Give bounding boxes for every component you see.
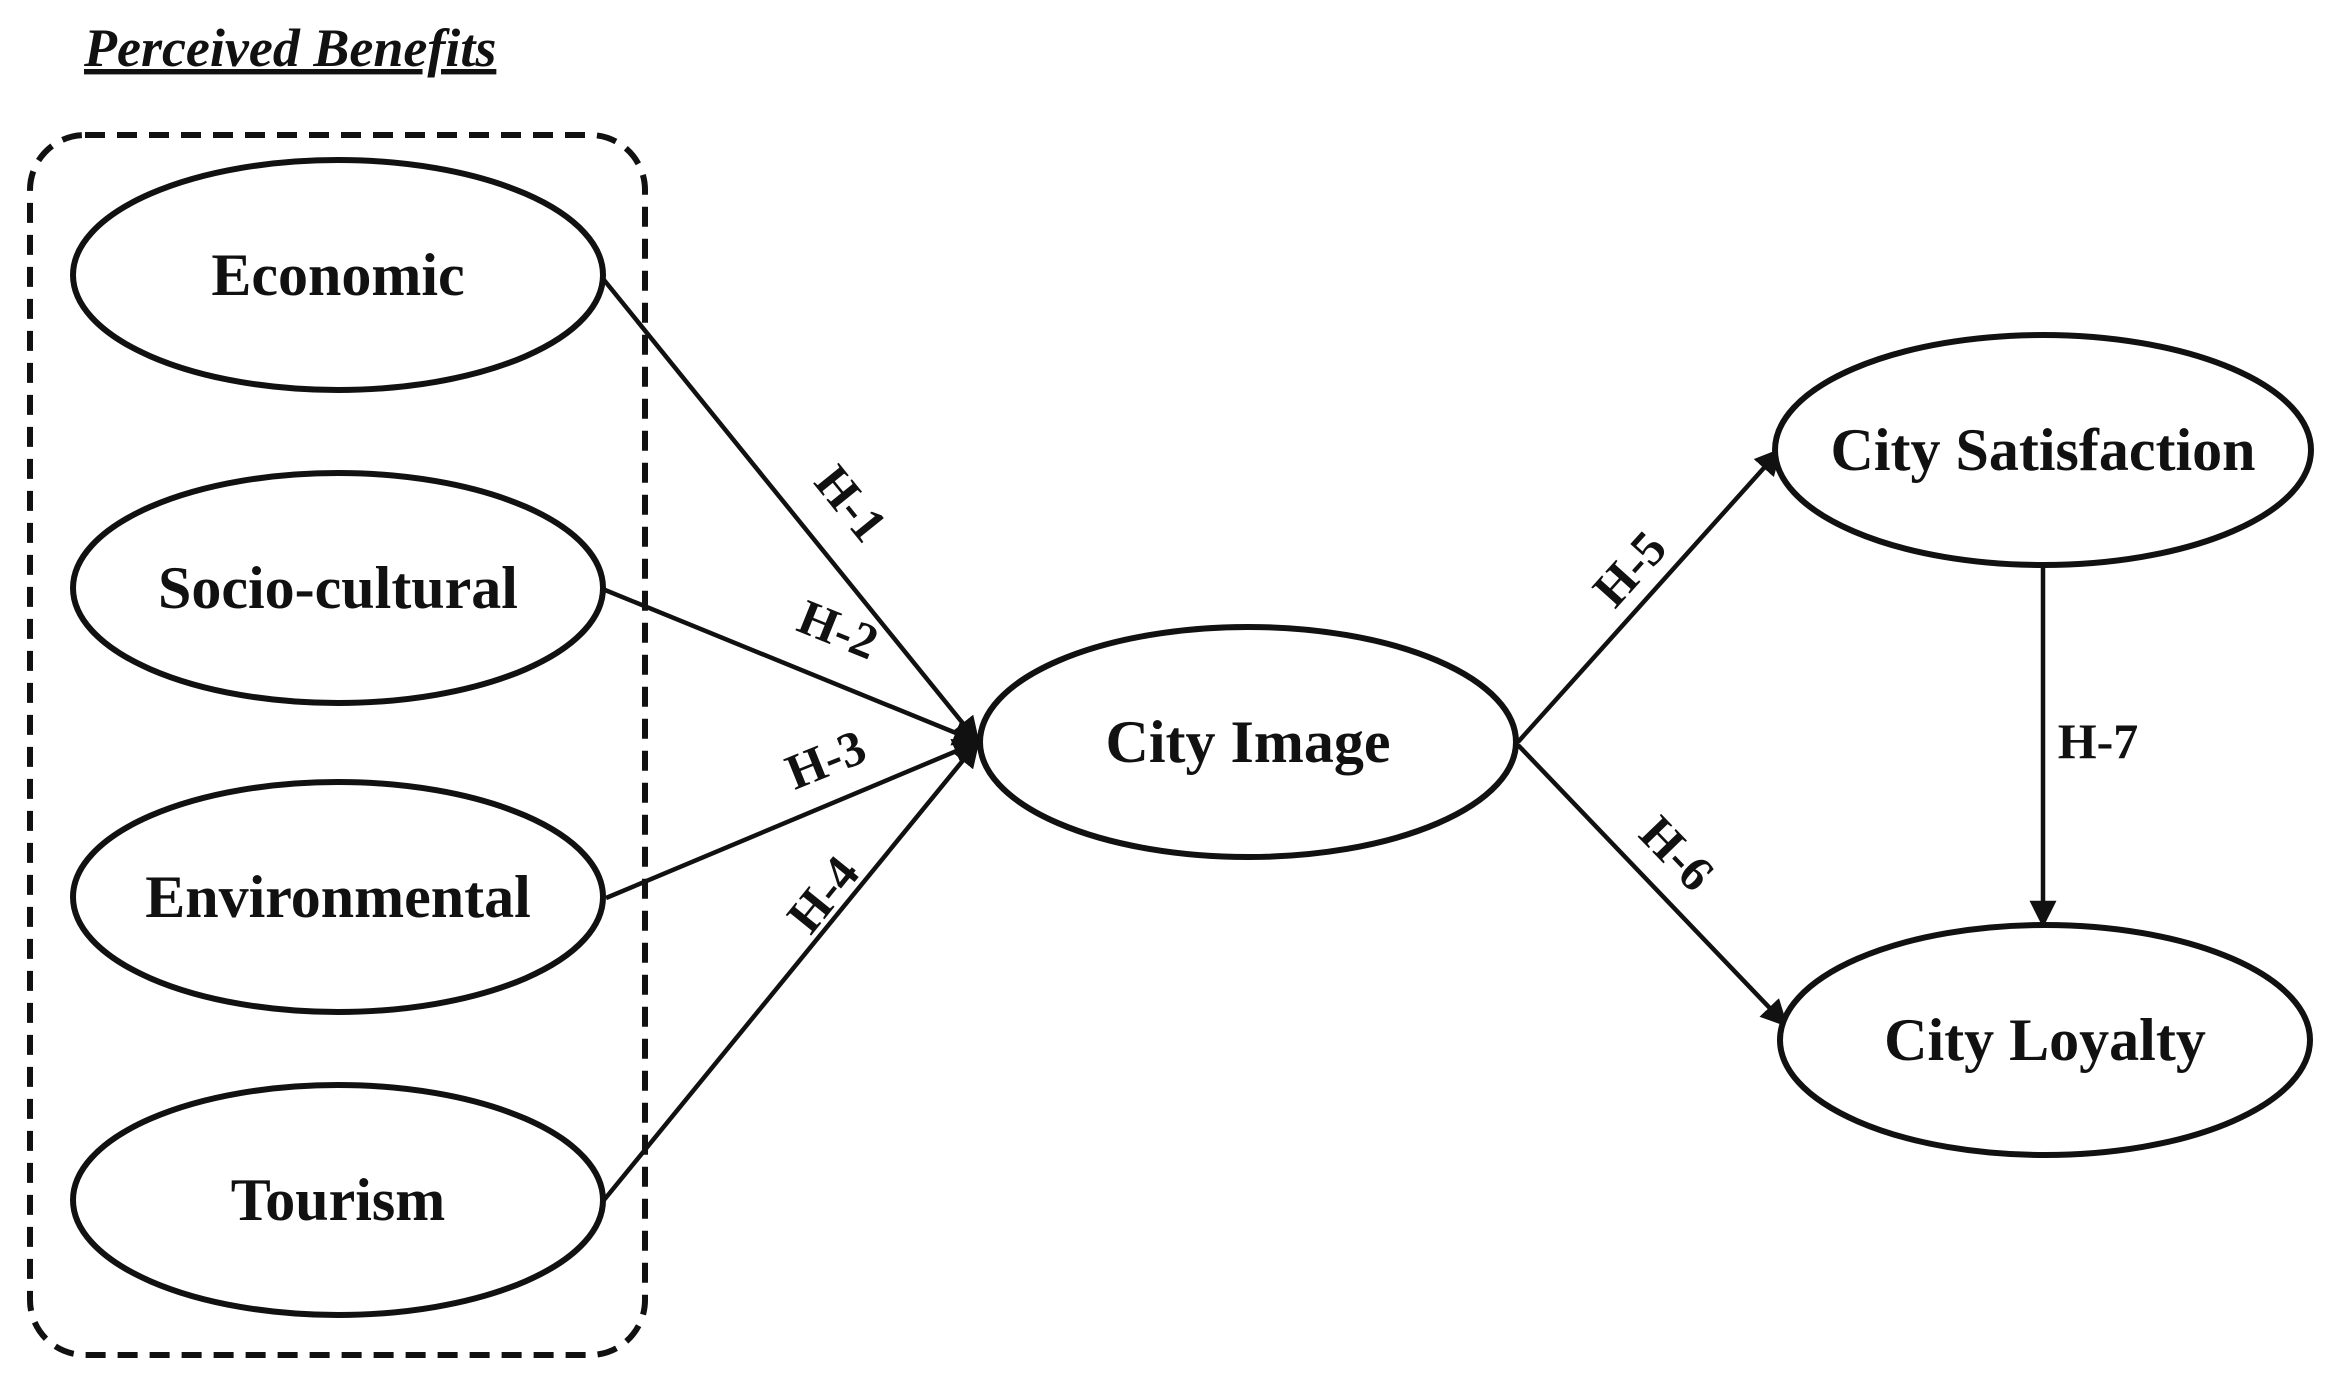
edge-label-h1: H-1 xyxy=(804,454,898,552)
node-tourism: Tourism xyxy=(70,1082,606,1318)
edge-label-h5: H-5 xyxy=(1582,520,1678,617)
edge-h5 xyxy=(1516,447,1782,744)
node-socio-cultural-shape xyxy=(70,470,606,706)
node-economic: Economic xyxy=(70,157,606,393)
edge-label-h7: H-7 xyxy=(2058,713,2139,769)
node-city-image-shape xyxy=(977,624,1519,860)
node-city-loyalty-shape xyxy=(1777,922,2313,1158)
node-environmental: Environmental xyxy=(70,779,606,1015)
edge-h4 xyxy=(602,739,980,1202)
node-city-image-label: City Image xyxy=(1106,709,1391,775)
group-title: Perceived Benefits xyxy=(83,18,496,78)
edge-h3 xyxy=(605,738,981,901)
node-environmental-shape xyxy=(70,779,606,1015)
edge-h6 xyxy=(1516,743,1788,1027)
node-economic-label: Economic xyxy=(211,242,464,308)
edge-h2 xyxy=(604,587,981,746)
edge-h1 xyxy=(598,273,980,745)
node-city-loyalty-label: City Loyalty xyxy=(1884,1007,2206,1073)
node-city-image: City Image xyxy=(977,624,1519,860)
node-economic-shape xyxy=(70,157,606,393)
node-tourism-label: Tourism xyxy=(231,1167,446,1233)
node-city-satisfaction-shape xyxy=(1772,332,2314,568)
node-city-satisfaction-label: City Satisfaction xyxy=(1831,417,2256,483)
edge-label-h3: H-3 xyxy=(778,718,874,800)
node-city-satisfaction: City Satisfaction xyxy=(1772,332,2314,568)
node-socio-cultural: Socio-cultural xyxy=(70,470,606,706)
node-environmental-label: Environmental xyxy=(145,864,531,930)
edge-label-h6: H-6 xyxy=(1629,805,1725,902)
node-socio-cultural-label: Socio-cultural xyxy=(158,555,518,621)
edge-label-h2: H-2 xyxy=(791,588,887,670)
node-city-loyalty: City Loyalty xyxy=(1777,922,2313,1158)
edge-label-h4: H-4 xyxy=(776,845,870,943)
node-tourism-shape xyxy=(70,1082,606,1318)
